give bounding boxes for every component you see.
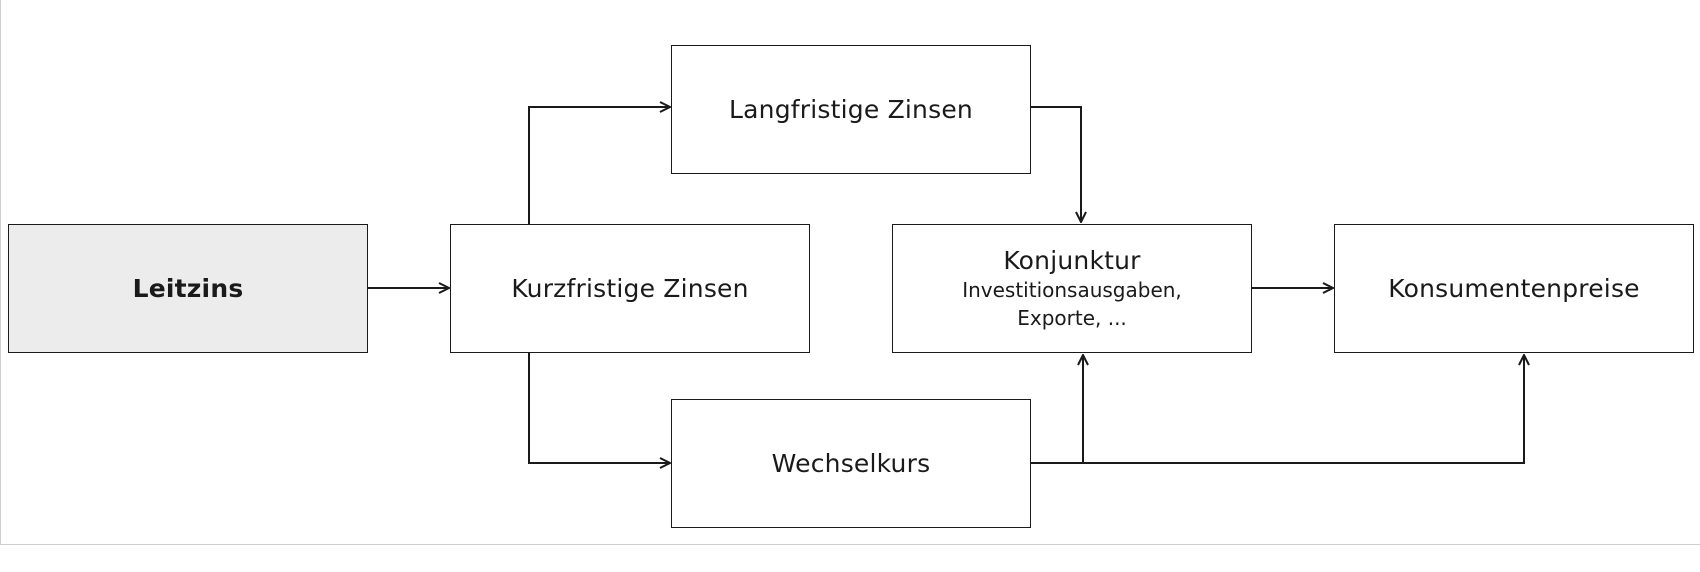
node-leitzins: Leitzins [8, 224, 368, 353]
arrow-kurzfristig-to-langfristig [528, 107, 670, 224]
arrow-wechselkurs-to-konsumentenpreise [1083, 355, 1524, 464]
node-langfristige-zinsen: Langfristige Zinsen [671, 45, 1031, 174]
node-konsumentenpreise: Konsumentenpreise [1334, 224, 1694, 353]
node-konjunktur-label: Konjunktur [1003, 245, 1141, 275]
arrow-langfristig-to-konjunktur [1030, 106, 1081, 222]
node-langfristige-zinsen-label: Langfristige Zinsen [729, 94, 973, 124]
node-kurzfristige-zinsen-label: Kurzfristige Zinsen [511, 273, 749, 303]
node-wechselkurs-label: Wechselkurs [771, 448, 931, 478]
node-konjunktur: Konjunktur Investitionsausgaben, Exporte… [892, 224, 1252, 353]
node-kurzfristige-zinsen: Kurzfristige Zinsen [450, 224, 810, 353]
node-konjunktur-sub-line1: Investitionsausgaben, [962, 277, 1182, 302]
diagram-frame [0, 0, 1700, 545]
node-konjunktur-sub-line2: Exporte, ... [1017, 305, 1127, 330]
node-leitzins-label: Leitzins [132, 273, 244, 303]
arrow-wechselkurs-to-konjunktur [1030, 355, 1083, 464]
arrow-kurzfristig-to-wechselkurs [528, 353, 670, 463]
node-konsumentenpreise-label: Konsumentenpreise [1388, 273, 1640, 303]
node-wechselkurs: Wechselkurs [671, 399, 1031, 528]
